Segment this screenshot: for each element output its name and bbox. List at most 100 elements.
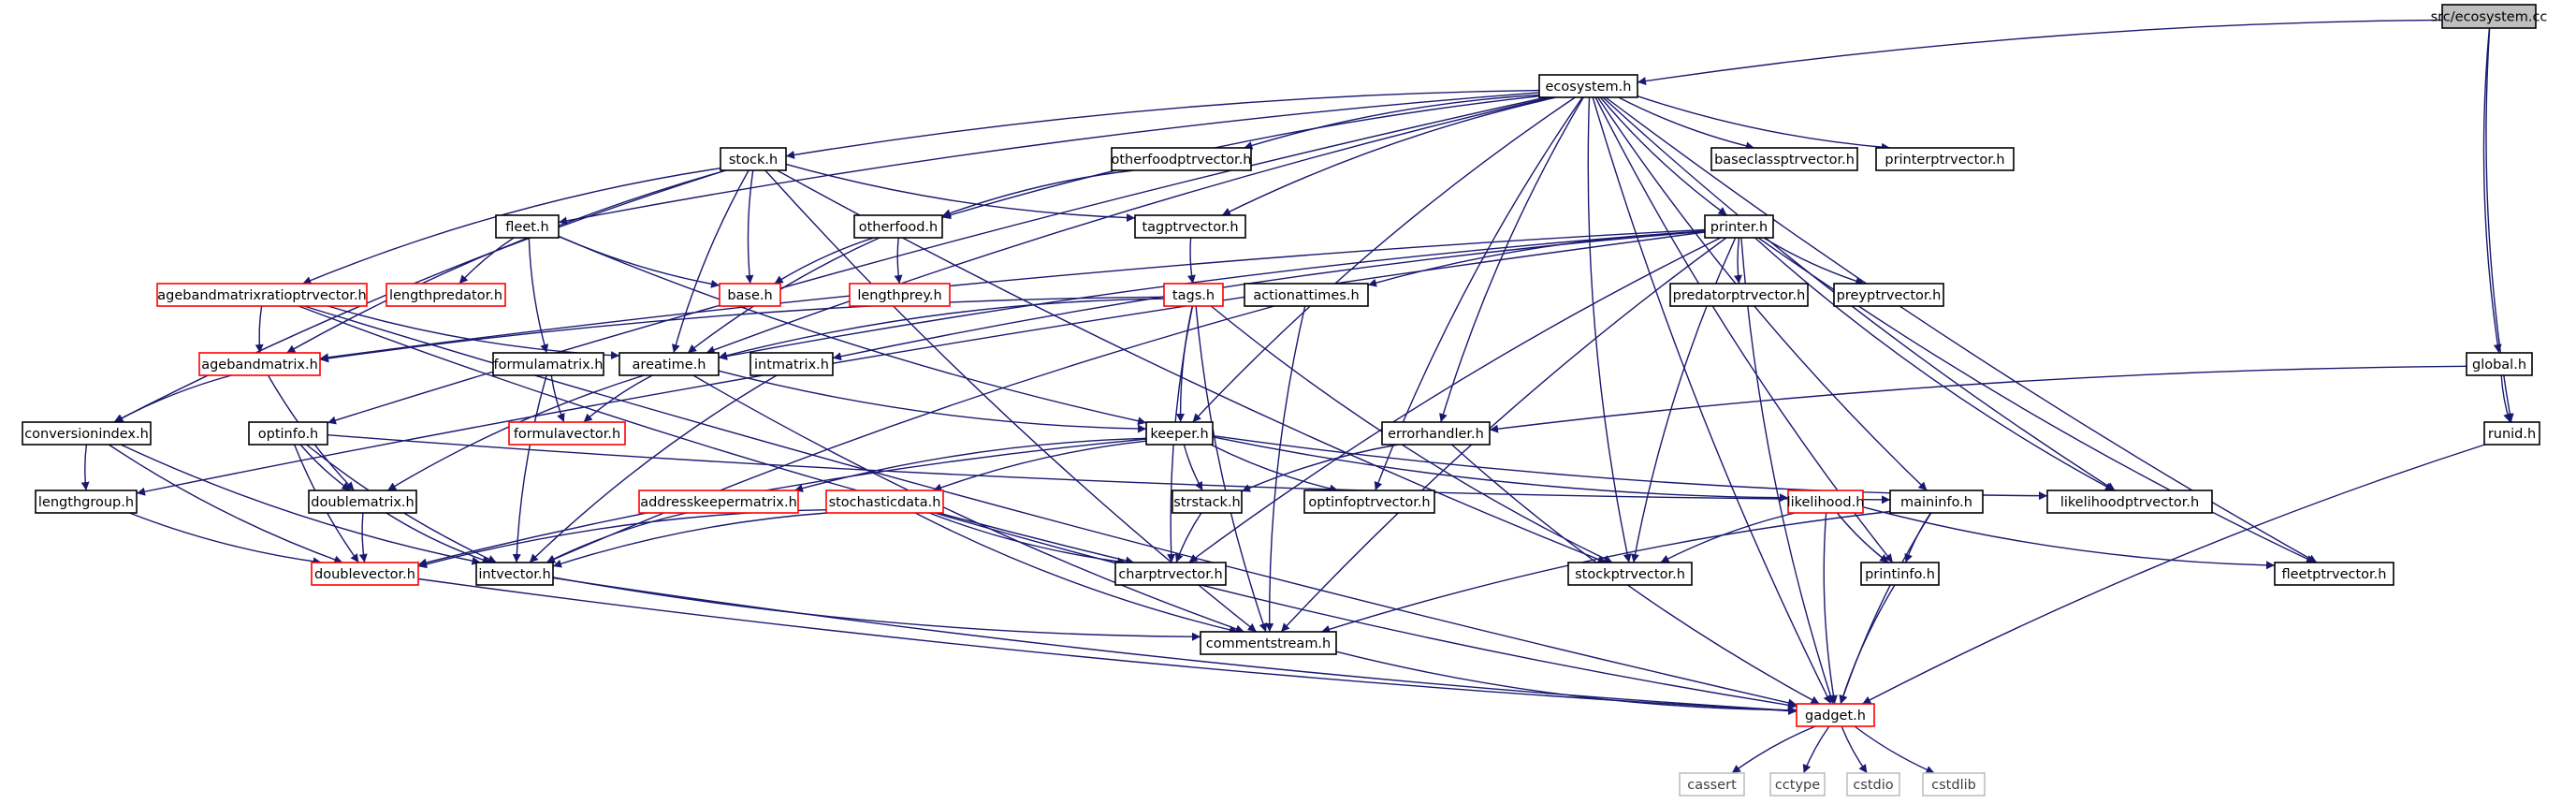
edge-agebandmatrixratioptrvector-to-agebandmatrix <box>255 305 264 354</box>
node-charptrvector[interactable]: charptrvector.h <box>1114 562 1227 586</box>
node-box <box>1846 772 1900 797</box>
node-box <box>2441 4 2537 29</box>
node-baseclassptrvector[interactable]: baseclassptrvector.h <box>1710 147 1858 171</box>
edge-stock-to-tagptrvector <box>785 163 1136 223</box>
edge-actionattimes-to-commentstream <box>1265 305 1306 633</box>
edge-ecosystem-to-errorhandler <box>1439 96 1584 423</box>
node-agebandmatrixratioptrvector[interactable]: agebandmatrixratioptrvector.h <box>156 283 368 307</box>
node-predatorptrvector[interactable]: predatorptrvector.h <box>1669 283 1809 307</box>
node-preyptrvector[interactable]: preyptrvector.h <box>1833 283 1944 307</box>
node-cstdlib: cstdlib <box>1922 772 1986 797</box>
node-label: optinfo.h <box>258 427 319 442</box>
node-box <box>1567 562 1693 586</box>
node-label: stockptrvector.h <box>1575 567 1685 582</box>
node-commentstream[interactable]: commentstream.h <box>1200 631 1337 655</box>
edge-likelihood-to-gadget <box>1823 512 1838 705</box>
node-optinfo[interactable]: optinfo.h <box>248 421 328 446</box>
node-lengthpredator[interactable]: lengthpredator.h <box>386 283 506 307</box>
edge-fleet-to-lengthpredator <box>458 237 515 285</box>
node-box <box>2483 421 2540 446</box>
edge-global-to-errorhandler <box>1489 365 2467 433</box>
node-box <box>1889 490 1984 514</box>
edge-gadget-to-cassert <box>1731 725 1816 774</box>
node-box <box>198 352 321 376</box>
node-label: agebandmatrix.h <box>201 358 318 373</box>
node-otherfoodptrvector[interactable]: otherfoodptrvector.h <box>1111 147 1252 171</box>
node-printinfo[interactable]: printinfo.h <box>1860 562 1940 586</box>
node-agebandmatrix[interactable]: agebandmatrix.h <box>198 352 321 376</box>
node-box <box>1769 772 1826 797</box>
node-runid[interactable]: runid.h <box>2483 421 2540 446</box>
edges-layer <box>80 19 2514 774</box>
node-box <box>853 214 943 239</box>
node-fleetptrvector[interactable]: fleetptrvector.h <box>2274 562 2394 586</box>
node-label: likelihoodptrvector.h <box>2060 495 2199 510</box>
node-box <box>1538 74 1638 98</box>
node-root[interactable]: src/ecosystem.cc <box>2431 4 2548 29</box>
node-doublevector[interactable]: doublevector.h <box>311 562 419 586</box>
node-likelihoodptrvector[interactable]: likelihoodptrvector.h <box>2046 490 2213 514</box>
edge-ecosystem-to-keeper <box>1192 96 1576 423</box>
node-gadget[interactable]: gadget.h <box>1796 703 1875 727</box>
node-lengthprey[interactable]: lengthprey.h <box>849 283 951 307</box>
node-errorhandler[interactable]: errorhandler.h <box>1381 421 1491 446</box>
node-lengthgroup[interactable]: lengthgroup.h <box>35 490 138 514</box>
node-label: cstdlib <box>1931 778 1976 793</box>
node-box <box>1860 562 1940 586</box>
node-box <box>1172 490 1243 514</box>
edge-stochasticdata-to-commentstream <box>914 512 1239 635</box>
edge-strstack-to-charptrvector <box>1174 512 1202 563</box>
node-label: fleet.h <box>505 220 548 235</box>
edge-root-to-global <box>2482 27 2502 354</box>
node-intvector[interactable]: intvector.h <box>475 562 554 586</box>
node-printer[interactable]: printer.h <box>1704 214 1774 239</box>
node-box <box>1303 490 1435 514</box>
node-box <box>1111 147 1252 171</box>
node-global[interactable]: global.h <box>2466 352 2533 376</box>
node-addresskeepermatrix[interactable]: addresskeepermatrix.h <box>638 490 799 514</box>
node-maininfo[interactable]: maininfo.h <box>1889 490 1984 514</box>
node-label: lengthgroup.h <box>38 495 134 510</box>
node-label: optinfoptrvector.h <box>1308 495 1430 510</box>
node-stockptrvector[interactable]: stockptrvector.h <box>1567 562 1693 586</box>
edge-stock-to-areatime <box>671 169 750 354</box>
node-conversionindex[interactable]: conversionindex.h <box>22 421 152 446</box>
node-optinfoptrvector[interactable]: optinfoptrvector.h <box>1303 490 1435 514</box>
node-label: base.h <box>727 288 772 303</box>
node-label: likelihood.h <box>1787 495 1865 510</box>
node-areatime[interactable]: areatime.h <box>619 352 720 376</box>
node-strstack[interactable]: strstack.h <box>1172 490 1243 514</box>
node-tags[interactable]: tags.h <box>1163 283 1224 307</box>
node-formulavector[interactable]: formulavector.h <box>508 421 626 446</box>
node-fleet[interactable]: fleet.h <box>495 214 560 239</box>
node-likelihood[interactable]: likelihood.h <box>1787 490 1865 514</box>
node-label: charptrvector.h <box>1118 567 1222 582</box>
node-stock[interactable]: stock.h <box>720 147 787 171</box>
node-label: stochasticdata.h <box>829 495 941 510</box>
node-label: agebandmatrixratioptrvector.h <box>157 288 367 303</box>
node-base[interactable]: base.h <box>719 283 781 307</box>
edge-intvector-to-gadget <box>552 577 1797 715</box>
node-ecosystem[interactable]: ecosystem.h <box>1538 74 1638 98</box>
node-box <box>849 283 951 307</box>
node-stochasticdata[interactable]: stochasticdata.h <box>825 490 944 514</box>
node-intmatrix[interactable]: intmatrix.h <box>750 352 834 376</box>
node-box <box>508 421 626 446</box>
edge-ecosystem-to-printerptrvector <box>1637 95 1890 152</box>
node-actionattimes[interactable]: actionattimes.h <box>1244 283 1369 307</box>
edge-fleet-to-base <box>558 235 720 288</box>
node-label: actionattimes.h <box>1253 288 1359 303</box>
node-doublematrix[interactable]: doublematrix.h <box>308 490 417 514</box>
node-printerptrvector[interactable]: printerptrvector.h <box>1875 147 2015 171</box>
edge-likelihood-to-printinfo <box>1836 512 1889 563</box>
node-otherfood[interactable]: otherfood.h <box>853 214 943 239</box>
edge-agebandmatrixratioptrvector-to-areatime <box>327 305 620 360</box>
node-keeper[interactable]: keeper.h <box>1145 421 1214 446</box>
node-box <box>495 214 560 239</box>
node-tagptrvector[interactable]: tagptrvector.h <box>1134 214 1246 239</box>
node-label: baseclassptrvector.h <box>1714 153 1855 168</box>
edge-keeper-to-addresskeepermatrix <box>793 437 1147 492</box>
edge-commentstream-to-gadget <box>1335 651 1797 715</box>
node-formulamatrix[interactable]: formulamatrix.h <box>492 352 604 376</box>
